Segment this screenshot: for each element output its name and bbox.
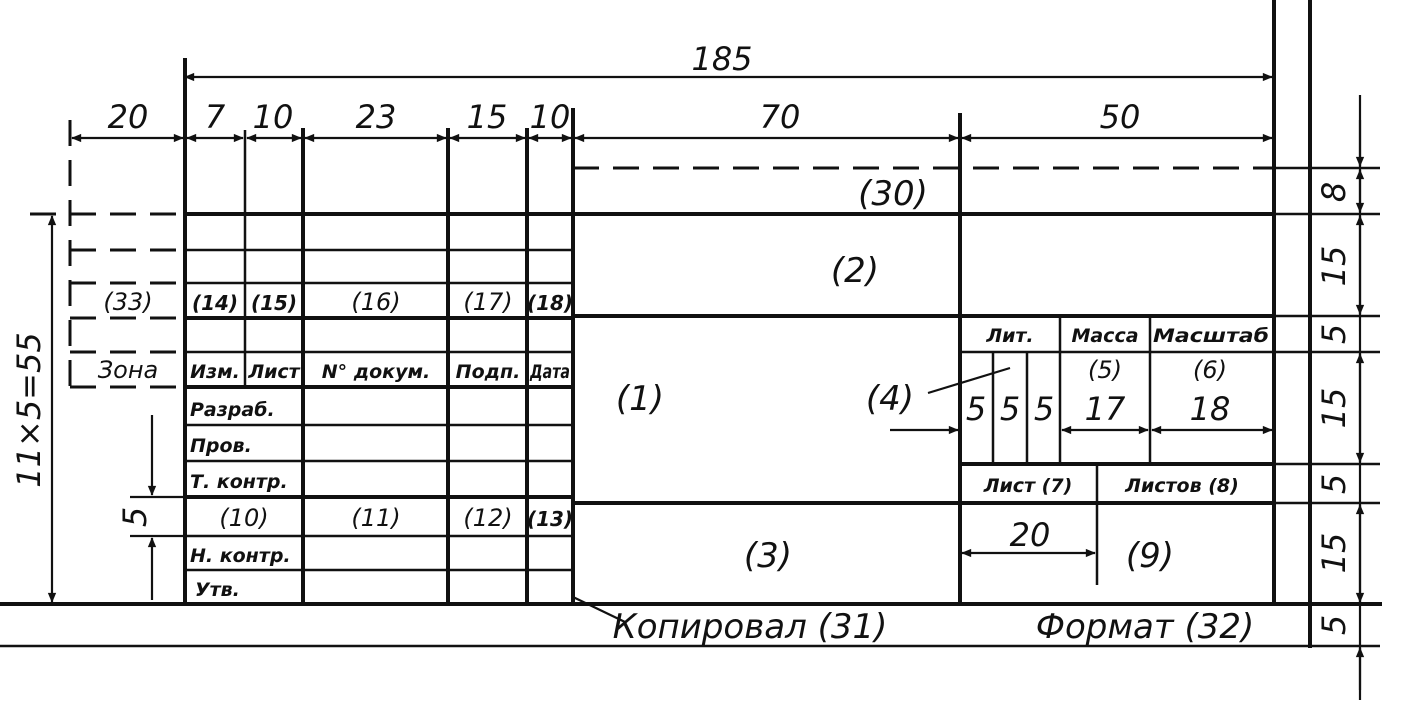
field-3: (3) xyxy=(744,536,792,576)
dim-right-5b: 5 xyxy=(1315,474,1353,494)
label-tkontr: Т. контр. xyxy=(190,471,288,493)
label-razrab: Разраб. xyxy=(190,399,275,421)
dim-15: 15 xyxy=(467,98,508,136)
label-14: (14) xyxy=(192,291,238,315)
dim-right-15b: 15 xyxy=(1315,388,1353,429)
label-massa: Масса xyxy=(1071,325,1138,347)
dim-right-8: 8 xyxy=(1315,182,1353,202)
label-15: (15) xyxy=(251,291,297,315)
label-zona: Зона xyxy=(98,356,158,384)
field-2: (2) xyxy=(831,251,879,291)
dim-lit-5c: 5 xyxy=(1034,390,1054,428)
field-30: (30) xyxy=(858,174,928,214)
dimension-labels: 185 20 7 10 23 15 10 70 50 8 15 5 15 5 1… xyxy=(10,40,1353,635)
dim-lit-5b: 5 xyxy=(1000,390,1020,428)
label-kopiroval: Копировал (31) xyxy=(613,607,888,647)
label-18: (18) xyxy=(527,291,573,315)
change-table-labels: (33) (14) (15) (16) (17) (18) Зона Изм. … xyxy=(98,288,573,601)
label-listov8: Листов (8) xyxy=(1124,475,1239,497)
label-podp: Подп. xyxy=(456,361,521,383)
dim-50: 50 xyxy=(1100,98,1141,136)
label-list: Лист xyxy=(247,361,300,383)
label-prov: Пров. xyxy=(190,435,252,457)
title-block-grid xyxy=(183,58,1276,606)
dimension-lines xyxy=(30,72,1365,700)
label-13: (13) xyxy=(527,507,573,531)
dim-right-5c: 5 xyxy=(1315,615,1353,635)
label-33: (33) xyxy=(103,288,152,316)
dim-7: 7 xyxy=(205,98,226,136)
dim-20: 20 xyxy=(108,98,149,136)
field-9: (9) xyxy=(1126,536,1174,576)
dim-185: 185 xyxy=(691,40,752,78)
label-format: Формат (32) xyxy=(1036,607,1255,647)
dim-row-5: 5 xyxy=(116,507,154,527)
label-list7: Лист (7) xyxy=(983,475,1073,497)
dim-10a: 10 xyxy=(253,98,294,136)
dim-lit-5a: 5 xyxy=(966,390,986,428)
label-12: (12) xyxy=(463,504,512,532)
dim-left-total: 11×5=55 xyxy=(10,332,48,487)
dim-23: 23 xyxy=(356,98,397,136)
label-masshtab: Масштаб xyxy=(1153,325,1269,347)
label-6: (6) xyxy=(1193,356,1227,384)
label-10: (10) xyxy=(219,504,268,532)
label-data: Дата xyxy=(529,361,570,383)
dim-right-15a: 15 xyxy=(1315,246,1353,287)
label-16: (16) xyxy=(351,288,400,316)
dim-10b: 10 xyxy=(530,98,571,136)
field-1: (1) xyxy=(616,379,664,419)
label-11: (11) xyxy=(351,504,400,532)
label-lit: Лит. xyxy=(985,325,1033,347)
field-4: (4) xyxy=(866,379,914,419)
label-utv: Утв. xyxy=(195,579,240,601)
dim-18: 18 xyxy=(1190,390,1231,428)
dim-sheet-20: 20 xyxy=(1010,516,1051,554)
zone-dashed-lines xyxy=(30,120,1274,389)
dim-right-5a: 5 xyxy=(1315,324,1353,344)
label-doc: N° докум. xyxy=(322,361,430,383)
label-nkontr: Н. контр. xyxy=(190,545,291,567)
dim-70: 70 xyxy=(760,98,801,136)
label-5: (5) xyxy=(1088,356,1122,384)
label-izm: Изм. xyxy=(190,361,240,383)
label-17: (17) xyxy=(463,288,512,316)
main-field-labels: (30) (2) (1) (4) (3) (9) Лит. Масса Масш… xyxy=(613,174,1269,647)
dim-right-15c: 15 xyxy=(1315,533,1353,574)
dim-17: 17 xyxy=(1085,390,1126,428)
